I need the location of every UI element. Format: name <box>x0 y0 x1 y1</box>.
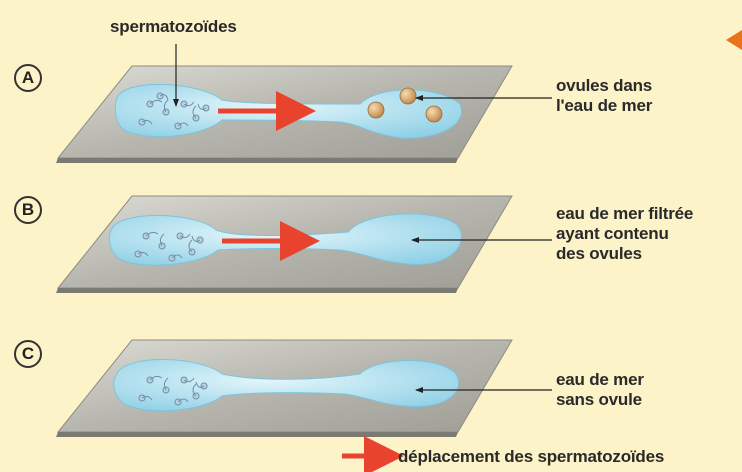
panel-c-letter: C <box>14 340 42 368</box>
label-filtered-water: eau de mer filtrée ayant contenu des ovu… <box>556 204 693 264</box>
panel-c <box>56 340 512 437</box>
legend-label: déplacement des spermatozoïdes <box>398 447 664 467</box>
panel-a <box>56 66 512 163</box>
corner-marker-icon <box>726 30 742 50</box>
panel-a-letter: A <box>14 64 42 92</box>
label-ovules: ovules dans l'eau de mer <box>556 76 652 116</box>
label-sans-ovule: eau de mer sans ovule <box>556 370 644 410</box>
panel-b-letter: B <box>14 196 42 224</box>
panel-b <box>56 196 512 293</box>
label-spermatozoides: spermatozoïdes <box>110 17 237 37</box>
